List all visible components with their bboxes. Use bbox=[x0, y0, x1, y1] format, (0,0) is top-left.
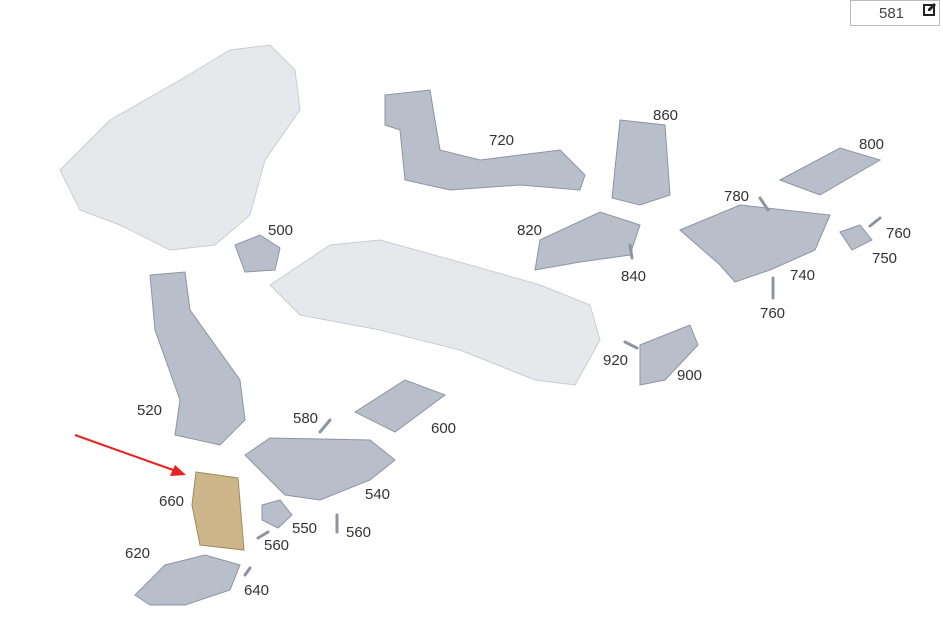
part-820 bbox=[534, 211, 641, 271]
label-620[interactable]: 620 bbox=[125, 545, 151, 562]
part-620 bbox=[134, 554, 241, 606]
part-740 bbox=[679, 204, 831, 283]
screw-780 bbox=[758, 196, 770, 212]
part-540 bbox=[244, 437, 396, 501]
label-800[interactable]: 800 bbox=[859, 136, 885, 153]
part-520 bbox=[149, 271, 246, 446]
screw-560b bbox=[256, 530, 270, 540]
label-520[interactable]: 520 bbox=[137, 402, 163, 419]
part-860 bbox=[611, 119, 671, 206]
label-750[interactable]: 750 bbox=[872, 250, 898, 267]
part-500 bbox=[234, 234, 281, 273]
part-720 bbox=[384, 89, 586, 191]
screw-760a bbox=[868, 216, 882, 228]
label-900[interactable]: 900 bbox=[677, 367, 703, 384]
label-720[interactable]: 720 bbox=[489, 132, 515, 149]
label-860[interactable]: 860 bbox=[653, 107, 679, 124]
hvac-unit bbox=[59, 44, 301, 251]
label-500[interactable]: 500 bbox=[268, 222, 294, 239]
highlight-arrow bbox=[74, 434, 186, 476]
label-660[interactable]: 660 bbox=[159, 493, 185, 510]
part-550 bbox=[261, 499, 293, 529]
label-600[interactable]: 600 bbox=[431, 420, 457, 437]
label-740[interactable]: 740 bbox=[790, 267, 816, 284]
part-750 bbox=[839, 224, 873, 251]
label-820[interactable]: 820 bbox=[517, 222, 543, 239]
label-540[interactable]: 540 bbox=[365, 486, 391, 503]
edit-icon[interactable] bbox=[923, 2, 937, 16]
label-760-lower[interactable]: 760 bbox=[760, 305, 786, 322]
label-920[interactable]: 920 bbox=[603, 352, 629, 369]
label-560[interactable]: 560 bbox=[346, 524, 372, 541]
label-560-left[interactable]: 560 bbox=[264, 537, 290, 554]
label-640[interactable]: 640 bbox=[244, 582, 270, 599]
label-780[interactable]: 780 bbox=[724, 188, 750, 205]
part-600 bbox=[353, 379, 447, 433]
screw-640 bbox=[243, 566, 252, 577]
part-900 bbox=[639, 324, 699, 386]
label-840[interactable]: 840 bbox=[621, 268, 647, 285]
screw-920 bbox=[623, 340, 639, 350]
label-580[interactable]: 580 bbox=[293, 410, 319, 427]
screw-840 bbox=[628, 243, 634, 260]
part-800 bbox=[778, 147, 882, 196]
center-console bbox=[269, 239, 601, 386]
screw-580 bbox=[318, 418, 332, 434]
reference-number: 581 bbox=[879, 5, 905, 22]
part-660 bbox=[191, 471, 245, 551]
reference-number-box[interactable]: 581 bbox=[850, 0, 940, 26]
label-760[interactable]: 760 bbox=[886, 225, 912, 242]
label-550[interactable]: 550 bbox=[292, 520, 318, 537]
